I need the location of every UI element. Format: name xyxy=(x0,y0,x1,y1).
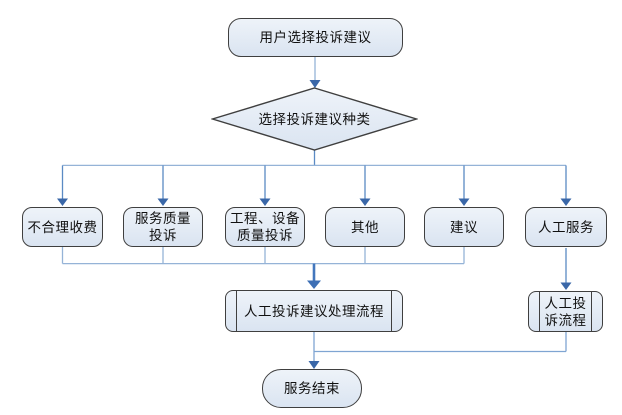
category-label: 其他 xyxy=(351,219,379,235)
node-decision-label: 选择投诉建议种类 xyxy=(258,111,371,127)
node-process-main: 人工投诉建议处理流程 xyxy=(225,290,403,332)
connector-processes-to-end xyxy=(308,332,567,369)
node-start-label: 用户选择投诉建议 xyxy=(259,30,372,45)
node-category-suggestion: 建议 xyxy=(424,207,504,247)
category-label: 不合理收费 xyxy=(27,219,98,235)
merge-arrow xyxy=(307,263,321,289)
node-process-main-label: 人工投诉建议处理流程 xyxy=(244,303,384,319)
node-category-other: 其他 xyxy=(325,207,405,247)
node-process-manual: 人工投 诉流程 xyxy=(528,291,603,332)
node-end-label: 服务结束 xyxy=(284,381,340,396)
category-label: 人工服务 xyxy=(538,219,594,235)
node-end: 服务结束 xyxy=(262,369,362,408)
branch-arrow-4 xyxy=(359,165,371,206)
node-process-manual-label: 人工投 诉流程 xyxy=(544,295,587,328)
category-label: 服务质量 投诉 xyxy=(135,211,191,243)
node-category-service-quality: 服务质量 投诉 xyxy=(123,207,203,247)
merge-rail xyxy=(61,247,465,265)
category-label: 建议 xyxy=(450,219,478,235)
branch-arrow-6 xyxy=(560,165,572,206)
branch-arrow-1 xyxy=(57,165,68,206)
node-category-manual-service: 人工服务 xyxy=(525,207,607,247)
node-category-engineering-equipment: 工程、设备 质量投诉 xyxy=(225,207,305,247)
node-category-unreasonable-fees: 不合理收费 xyxy=(22,207,103,247)
decision-diamond-shape xyxy=(211,87,418,151)
category-label: 工程、设备 质量投诉 xyxy=(230,211,300,243)
branch-arrow-2 xyxy=(157,165,169,206)
connector-start-to-decision xyxy=(309,57,321,88)
connector-decision-to-rail xyxy=(62,150,566,167)
branch-arrow-3 xyxy=(259,165,271,206)
node-start: 用户选择投诉建议 xyxy=(228,18,403,57)
node-decision: 选择投诉建议种类 xyxy=(211,87,418,151)
connector-manual-service xyxy=(560,248,572,290)
branch-arrow-5 xyxy=(458,165,470,206)
